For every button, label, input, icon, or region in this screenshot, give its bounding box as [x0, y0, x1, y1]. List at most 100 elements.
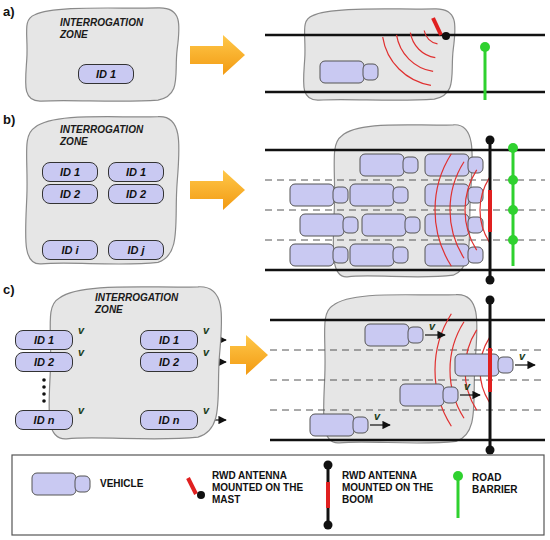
line [326, 482, 330, 508]
id-label: ID 1 [126, 166, 146, 179]
interrogation-zone: INTERROGATION ZONE ID 1 [22, 5, 182, 103]
id-tag-box: ID 2 [42, 184, 98, 204]
zone-area [333, 125, 472, 277]
line [488, 348, 492, 392]
dot [486, 136, 495, 145]
radio-wave [435, 154, 451, 267]
velocity-label: v [203, 346, 209, 358]
id-label: ID 1 [34, 334, 54, 347]
id-tag-box: ID i [42, 240, 98, 260]
id-label: ID 1 [60, 166, 80, 179]
transition-arrow [190, 170, 245, 210]
interrogation-zone: INTERROGATION ZONE ID 1 ID 2 ID i ID 1 ID 2 ID… [22, 112, 182, 267]
line [488, 190, 492, 232]
radio-wave [450, 162, 464, 258]
line [265, 240, 545, 241]
panel-label: c) [3, 282, 15, 297]
line [265, 269, 545, 272]
line [188, 478, 196, 494]
line [327, 465, 330, 525]
dot [442, 32, 450, 40]
radio-wave [397, 35, 434, 72]
dot [324, 461, 333, 470]
legend-text: RWD ANTENNA MOUNTED ON THE BOOM [342, 470, 447, 506]
vehicle-icon [365, 324, 423, 346]
id-label: ID j [127, 244, 144, 257]
id-label: ID 1 [159, 334, 179, 347]
zone-area [304, 9, 456, 100]
legend-frame [12, 455, 544, 535]
dot [42, 399, 46, 403]
dot [324, 521, 333, 530]
vehicle-icon [362, 214, 420, 236]
line [484, 47, 487, 100]
velocity-label: v [203, 404, 209, 416]
legend-text: ROAD BARRIER [472, 472, 540, 496]
line [270, 410, 545, 411]
line [433, 18, 441, 35]
legend-text: VEHICLE [100, 478, 170, 490]
line [457, 476, 460, 518]
line [265, 149, 545, 152]
dot [197, 491, 205, 499]
dot [486, 296, 495, 305]
velocity-label: v [464, 380, 470, 392]
line [265, 34, 545, 37]
zone-heading: INTERROGATION ZONE [95, 292, 187, 316]
dot [480, 42, 490, 52]
id-label: ID 2 [60, 188, 80, 201]
vehicle-icon [400, 384, 458, 406]
dot [42, 385, 46, 389]
vehicle-icon [300, 214, 358, 236]
id-label: ID i [61, 244, 78, 257]
vehicle-icon [425, 184, 483, 206]
velocity-label: v [203, 324, 209, 336]
velocity-label: v [374, 410, 380, 422]
id-tag-box: ID 1 [140, 330, 198, 350]
dot [508, 235, 518, 245]
transition-arrow [190, 35, 245, 75]
dot [508, 175, 518, 185]
dot [486, 276, 495, 285]
id-label: ID 1 [96, 68, 116, 81]
line [370, 424, 390, 425]
zone-heading: INTERROGATION ZONE [60, 17, 152, 41]
vehicle-icon [32, 473, 90, 495]
velocity-label: v [519, 350, 525, 362]
dot [453, 471, 463, 481]
velocity-label: v [78, 346, 84, 358]
id-tag-box: ID 1 [15, 330, 73, 350]
line [460, 394, 480, 395]
line [270, 319, 545, 322]
id-tag-box: ID n [140, 410, 198, 430]
id-tag-box: ID 2 [15, 352, 73, 372]
line [270, 380, 545, 381]
dot [486, 446, 495, 455]
vehicle-icon [310, 414, 368, 436]
radio-wave [410, 33, 435, 58]
legend-text: RWD ANTENNA MOUNTED ON THE MAST [212, 470, 312, 506]
vehicle-icon [350, 244, 408, 266]
id-label: ID 2 [126, 188, 146, 201]
vehicle-icon [455, 354, 513, 376]
id-tag-box: ID n [15, 410, 73, 430]
id-tag-box: ID j [108, 240, 164, 260]
vehicle-icon [350, 184, 408, 206]
id-label: ID 2 [159, 356, 179, 369]
vehicle-icon [360, 154, 418, 176]
line [270, 439, 545, 442]
panel-label: a) [3, 4, 15, 19]
id-tag-box: ID 2 [108, 184, 164, 204]
dot [508, 205, 518, 215]
radio-wave [480, 178, 489, 242]
velocity-label: v [429, 320, 435, 332]
radio-wave [465, 170, 477, 250]
dot [508, 143, 518, 153]
vehicle-icon [290, 244, 348, 266]
id-label: ID n [159, 414, 180, 427]
vehicle-icon [290, 184, 348, 206]
zone-heading: INTERROGATION ZONE [60, 124, 152, 148]
id-tag-box: ID 1 [108, 162, 164, 182]
line [425, 334, 445, 335]
id-tag-box: ID 1 [42, 162, 98, 182]
